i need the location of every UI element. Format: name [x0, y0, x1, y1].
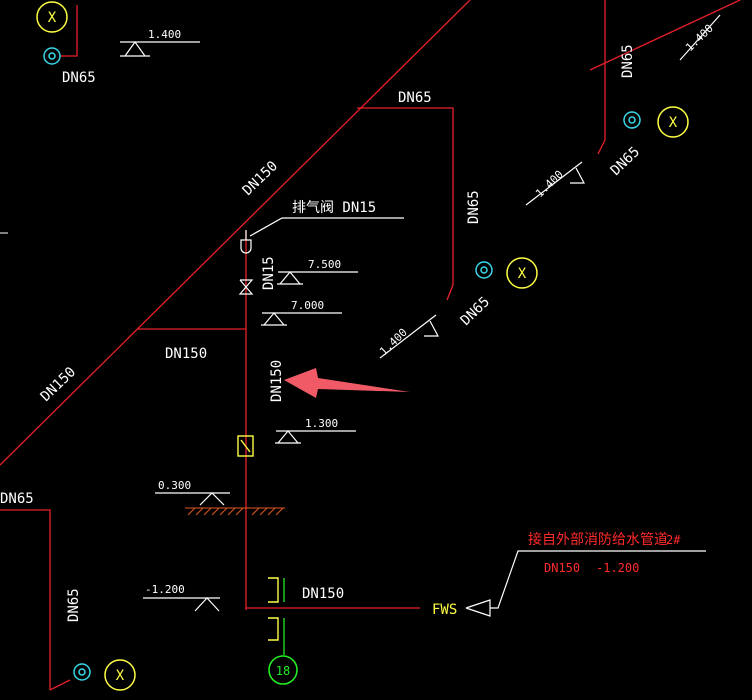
callout-pipe: DN150 — [544, 561, 580, 575]
label-air-vent: 排气阀 DN15 — [292, 200, 376, 216]
riser-tag-label: 18 — [276, 664, 290, 678]
label-dn65: DN65 — [62, 70, 96, 86]
hydrant-bottom-left: X — [73, 659, 136, 691]
label-fws: FWS — [432, 602, 457, 618]
label-elevation: 7.000 — [291, 299, 324, 312]
label-dn65: DN65 — [398, 90, 432, 106]
pipe-stub-bottom-left — [49, 679, 71, 691]
pipe-network — [0, 0, 741, 690]
label-elevation: 7.500 — [308, 258, 341, 271]
fire-hydrant-icon — [43, 47, 61, 65]
label-elevation: 1.400 — [377, 326, 410, 358]
label-elevation: 1.400 — [148, 28, 181, 41]
air-release-valve-icon — [240, 217, 404, 254]
label-elevation: 1.400 — [683, 22, 716, 54]
callout-number: 2# — [666, 533, 681, 547]
pipe-dn65-left — [0, 509, 51, 690]
svg-text:X: X — [48, 10, 57, 26]
label-dn150: DN150 — [38, 364, 79, 405]
label-dn65: DN65 — [0, 491, 34, 507]
check-valve-icon — [237, 435, 254, 457]
label-elevation: -1.200 — [145, 583, 185, 596]
label-dn65: DN65 — [620, 44, 636, 78]
label-dn65: DN65 — [466, 190, 482, 224]
label-elevation: 0.300 — [158, 479, 191, 492]
svg-text:X: X — [116, 668, 125, 684]
fire-hydrant-icon — [475, 261, 493, 279]
flexible-joint-icon — [268, 577, 279, 641]
pipe-dn65-branch-center — [357, 107, 454, 301]
label-dn65: DN65 — [608, 144, 643, 179]
fws-callout — [465, 550, 706, 617]
pipe-diagonal-top-right — [589, 0, 741, 71]
label-dn15: DN15 — [261, 256, 277, 290]
label-dn150: DN150 — [165, 346, 207, 362]
hydrant-top-left: X — [36, 1, 68, 65]
svg-text:X: X — [669, 115, 678, 131]
label-dn150: DN150 — [302, 586, 344, 602]
gate-valve-icon — [238, 279, 254, 295]
pipe-dn150-main-diagonal — [0, 0, 471, 466]
label-dn65: DN65 — [66, 588, 82, 622]
label-dn150: DN150 — [269, 360, 285, 402]
svg-text:X: X — [518, 266, 527, 282]
callout-text: 接自外部消防给水管道 2# DN150 -1.200 — [528, 531, 681, 575]
pipe-dn65-top-left — [60, 5, 78, 57]
callout-title: 接自外部消防给水管道 — [528, 531, 668, 548]
pipe-dn65-vertical-top-right — [597, 0, 606, 155]
elevation-markers — [120, 14, 721, 612]
fire-hydrant-icon — [73, 663, 91, 681]
callout-elevation: -1.200 — [596, 561, 639, 575]
label-dn65: DN65 — [458, 294, 493, 329]
riser-tag: 18 — [268, 655, 298, 685]
fire-hydrant-icon — [623, 111, 641, 129]
hydrant-top-right: X — [623, 106, 689, 138]
arrow-pointer-icon — [284, 368, 410, 398]
label-elevation: 1.300 — [305, 417, 338, 430]
ground-hatch — [185, 507, 285, 516]
label-elevation: 1.400 — [533, 168, 566, 200]
hydrant-middle-right: X — [475, 257, 538, 289]
